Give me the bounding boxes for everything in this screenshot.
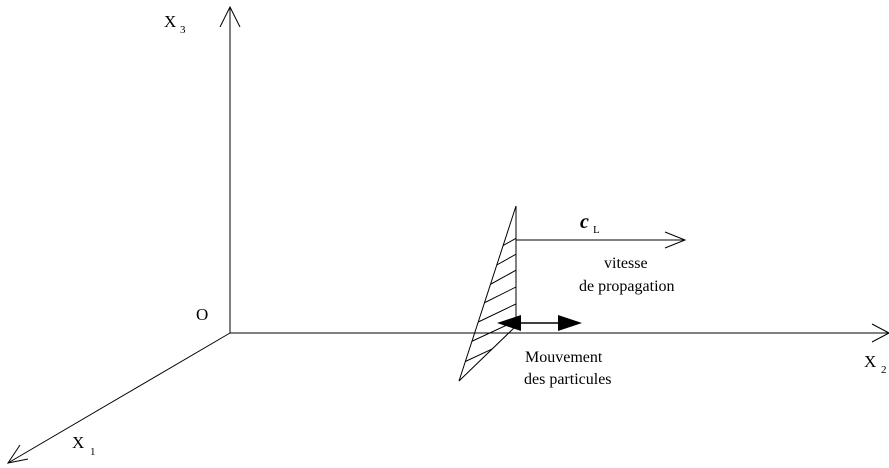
speed-caption-line1: vitesse bbox=[604, 255, 648, 272]
x1-arrowhead bbox=[6, 444, 29, 464]
x3-subscript: 3 bbox=[180, 24, 186, 36]
x1-label: X bbox=[72, 433, 84, 452]
x3-arrowhead bbox=[219, 5, 241, 28]
speed-caption-line2: de propagation bbox=[579, 278, 675, 295]
speed-arrowhead bbox=[664, 231, 687, 249]
speed-symbol: c bbox=[580, 211, 589, 233]
x2-subscript: 2 bbox=[881, 364, 887, 376]
wavefront-outline bbox=[458, 205, 517, 382]
x1-axis bbox=[7, 332, 231, 464]
x2-label: X bbox=[864, 352, 876, 371]
particle-arrowhead-right bbox=[558, 315, 582, 331]
x2-arrowhead bbox=[871, 323, 889, 343]
origin-label: O bbox=[196, 305, 208, 324]
wavefront-hatching bbox=[459, 235, 516, 365]
particle-arrowhead-left bbox=[497, 315, 521, 331]
x1-subscript: 1 bbox=[90, 446, 96, 458]
wavefront-plane bbox=[458, 205, 517, 382]
coordinate-axes bbox=[6, 5, 889, 464]
propagation-speed-vector bbox=[516, 231, 687, 249]
particle-caption-line2: des particules bbox=[524, 371, 612, 388]
particle-caption-line1: Mouvement bbox=[525, 349, 603, 366]
speed-subscript: L bbox=[593, 224, 600, 236]
x3-label: X bbox=[164, 12, 176, 31]
particle-motion-arrow bbox=[497, 315, 582, 331]
